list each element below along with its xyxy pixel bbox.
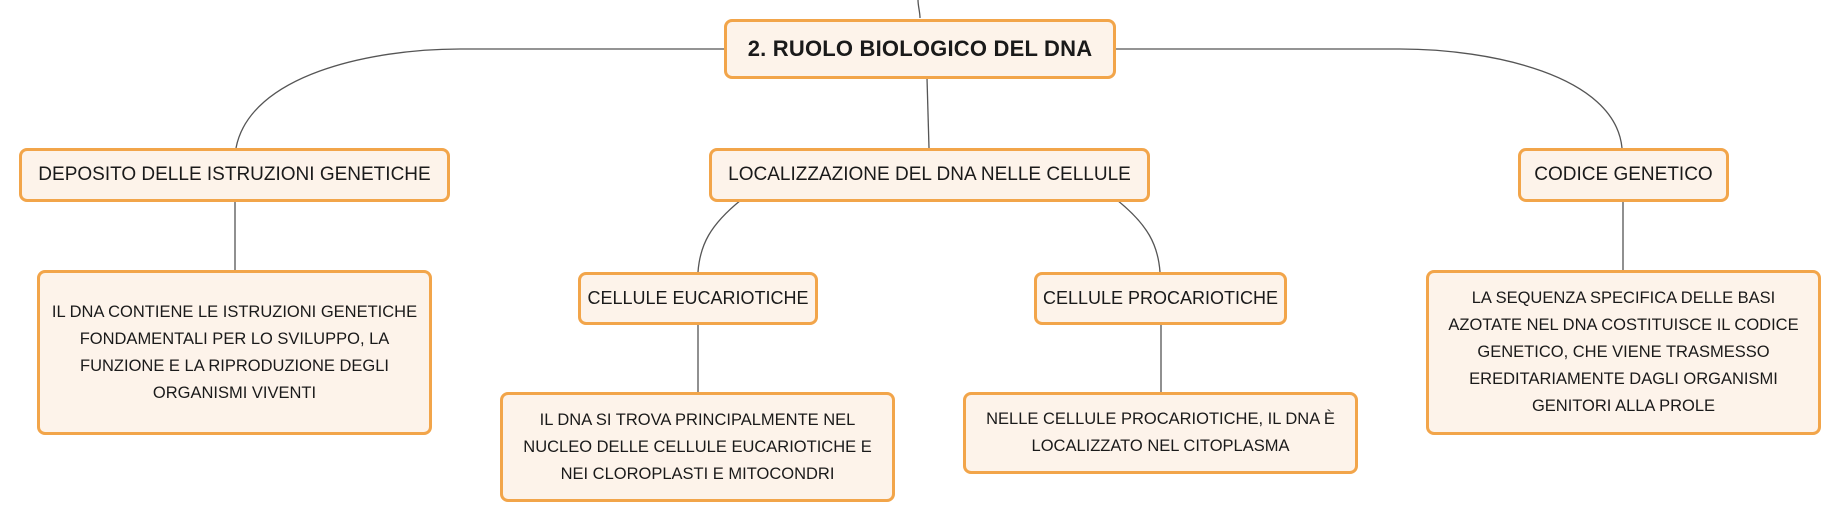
- detail-eucariotiche-text: IL DNA SI TROVA PRINCIPALMENTE NEL NUCLE…: [523, 410, 872, 483]
- root-topic[interactable]: 2. RUOLO BIOLOGICO DEL DNA: [724, 19, 1116, 79]
- connector-root-to-localizzazione: [926, 77, 930, 149]
- connector-localizzazione-to-eucariotiche: [697, 199, 742, 273]
- connector-root-to-codice: [1115, 48, 1623, 149]
- topic-codice-label: CODICE GENETICO: [1534, 163, 1713, 185]
- connector-localizzazione-to-procariotiche: [1116, 199, 1161, 273]
- connector-parent-to-root: [917, 0, 921, 19]
- detail-cellule-procariotiche[interactable]: NELLE CELLULE PROCARIOTICHE, IL DNA È LO…: [963, 392, 1358, 474]
- subtopic-procariotiche-label: CELLULE PROCARIOTICHE: [1042, 287, 1279, 308]
- detail-deposito-text: IL DNA CONTIENE LE ISTRUZIONI GENETICHE …: [51, 302, 418, 402]
- subtopic-cellule-procariotiche[interactable]: CELLULE PROCARIOTICHE: [1034, 272, 1287, 325]
- detail-cellule-eucariotiche[interactable]: IL DNA SI TROVA PRINCIPALMENTE NEL NUCLE…: [500, 392, 895, 502]
- topic-deposito-istruzioni[interactable]: DEPOSITO DELLE ISTRUZIONI GENETICHE: [19, 148, 450, 202]
- root-topic-label: 2. RUOLO BIOLOGICO DEL DNA: [747, 35, 1093, 61]
- connector-root-to-deposito: [235, 48, 728, 149]
- topic-localizzazione-dna[interactable]: LOCALIZZAZIONE DEL DNA NELLE CELLULE: [709, 148, 1150, 202]
- detail-procariotiche-text: NELLE CELLULE PROCARIOTICHE, IL DNA È LO…: [986, 410, 1335, 455]
- detail-codice-genetico[interactable]: LA SEQUENZA SPECIFICA DELLE BASI AZOTATE…: [1426, 270, 1821, 435]
- subtopic-eucariotiche-label: CELLULE EUCARIOTICHE: [587, 287, 809, 308]
- topic-localizzazione-label: LOCALIZZAZIONE DEL DNA NELLE CELLULE: [728, 163, 1131, 185]
- detail-codice-text: LA SEQUENZA SPECIFICA DELLE BASI AZOTATE…: [1448, 289, 1799, 415]
- subtopic-cellule-eucariotiche[interactable]: CELLULE EUCARIOTICHE: [578, 272, 818, 325]
- detail-deposito-istruzioni[interactable]: IL DNA CONTIENE LE ISTRUZIONI GENETICHE …: [37, 270, 432, 435]
- topic-codice-genetico[interactable]: CODICE GENETICO: [1518, 148, 1729, 202]
- topic-deposito-label: DEPOSITO DELLE ISTRUZIONI GENETICHE: [38, 163, 431, 185]
